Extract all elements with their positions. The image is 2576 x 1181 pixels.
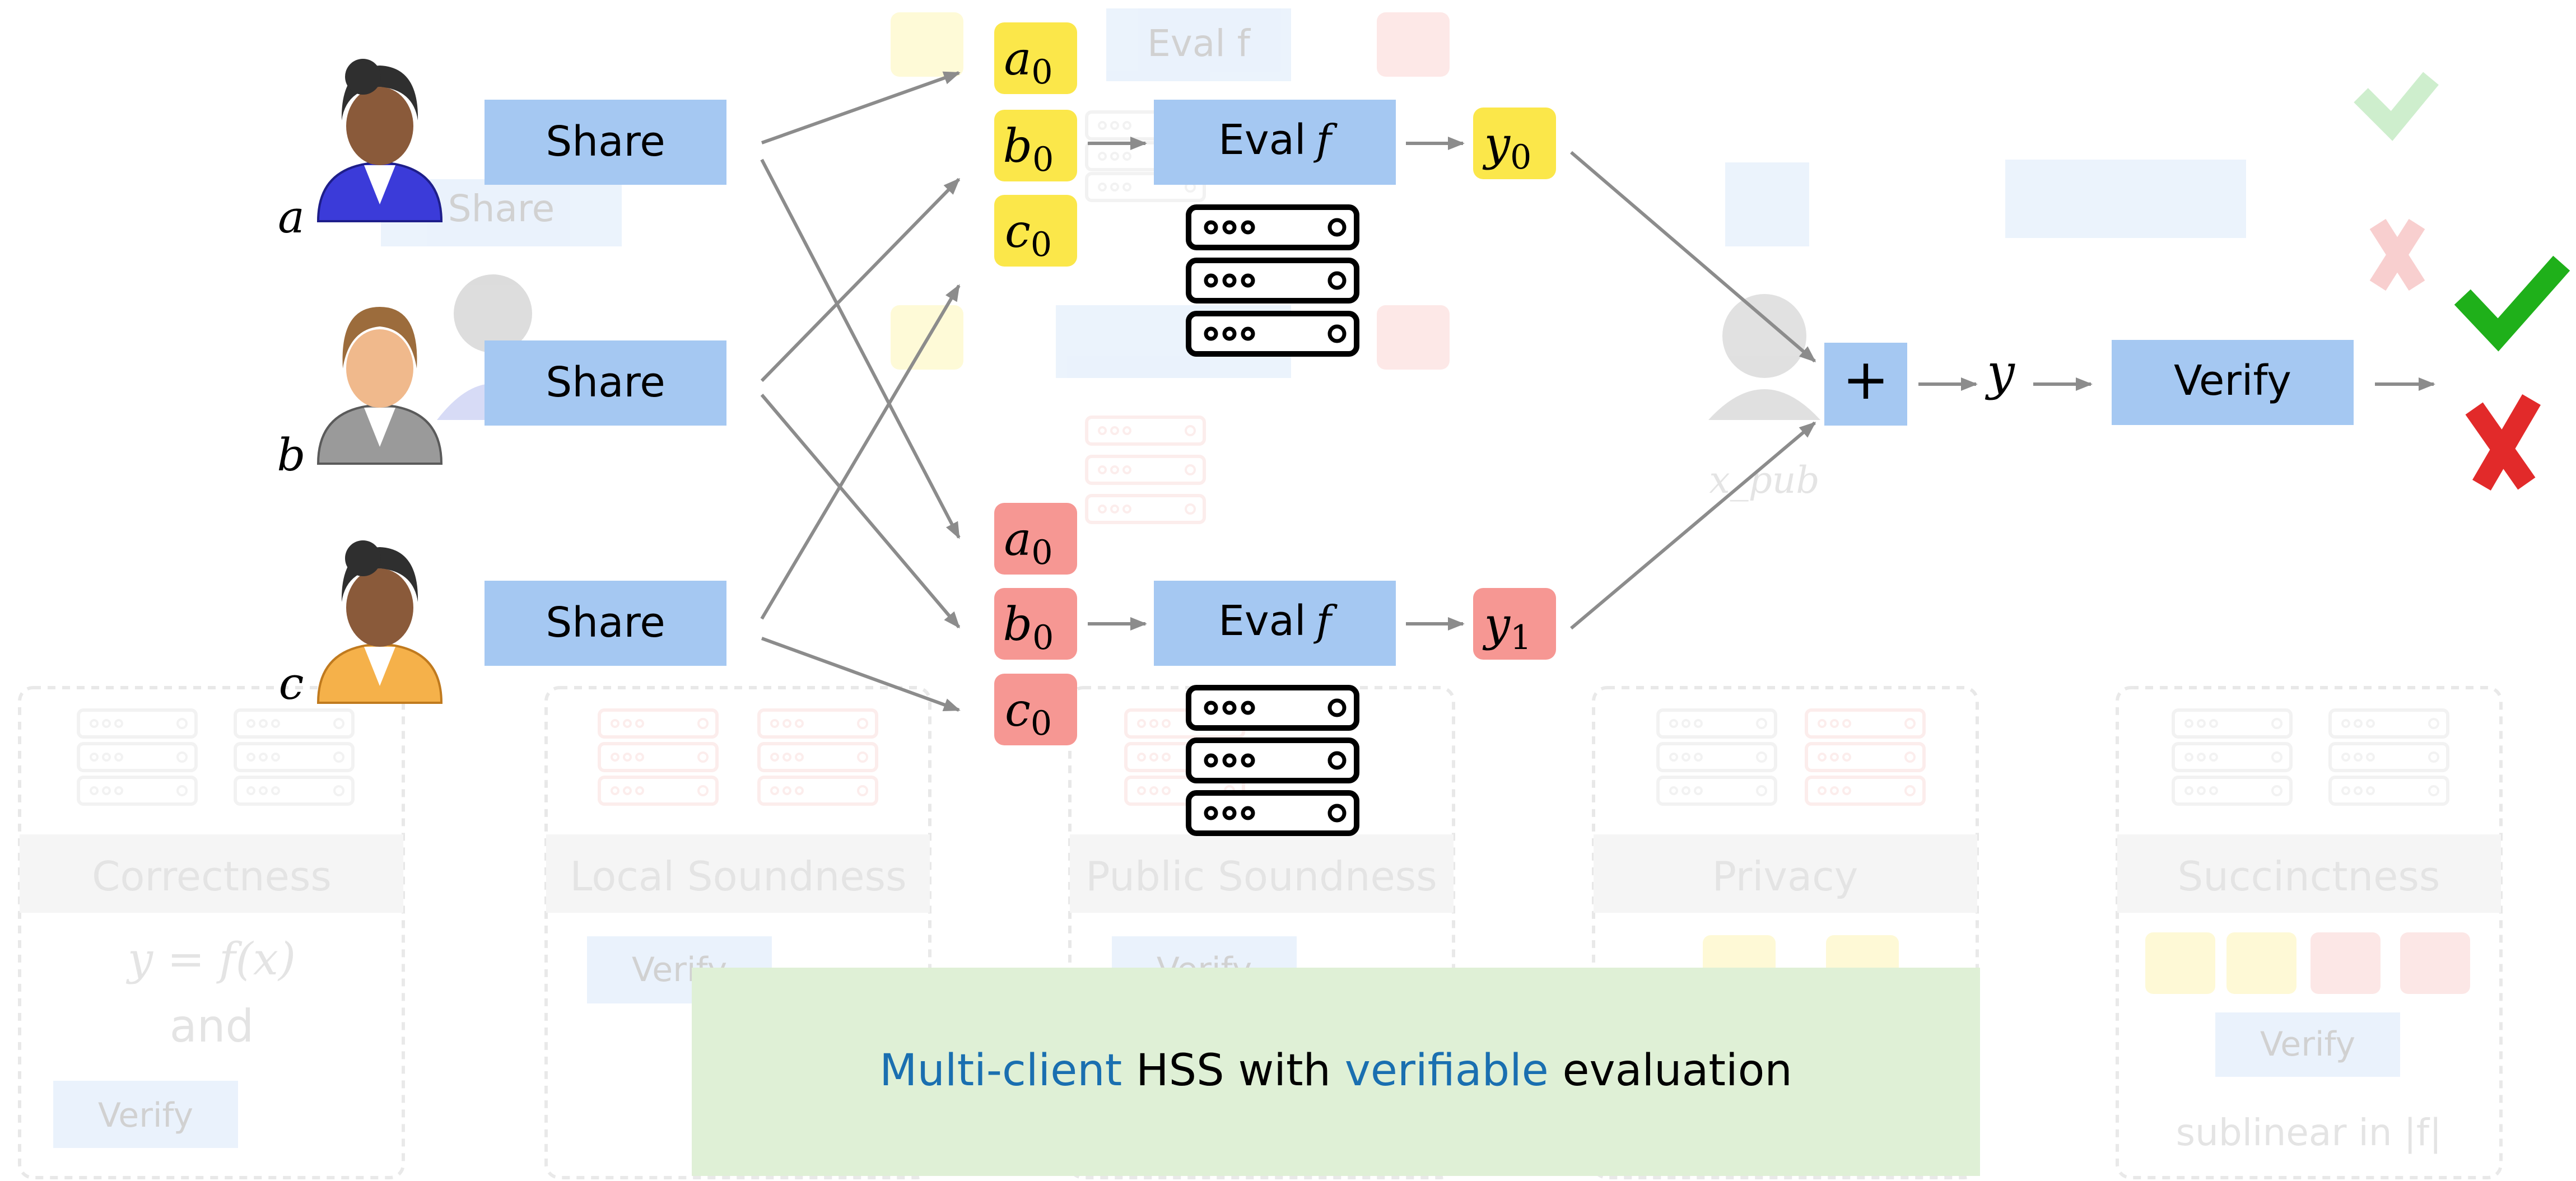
svg-text:a0: a0: [1004, 513, 1052, 572]
server-rack-icon: [1189, 207, 1357, 354]
arrow: [761, 71, 961, 144]
client-b: b Share: [277, 307, 726, 481]
person-icon: [316, 307, 443, 465]
verify-box: [2112, 340, 2354, 425]
combine-verify: + y Verify: [1570, 151, 2570, 630]
add-box: [1824, 343, 1907, 426]
arrow: [760, 394, 961, 629]
check-icon: [2454, 255, 2570, 352]
share-label: Share: [546, 599, 665, 647]
verify-label: Verify: [2260, 1025, 2355, 1064]
add-symbol: +: [1842, 347, 1889, 412]
verify-label: Verify: [98, 1096, 193, 1135]
card-succinctness: Succinctness Verify sublinear in |f|: [2116, 686, 2503, 1179]
eval-box: [1154, 581, 1396, 666]
server-rack-icon: [1189, 688, 1357, 833]
verify-label: Verify: [2174, 357, 2291, 405]
share-chip-b0: [994, 110, 1077, 181]
svg-text:b0: b0: [1003, 598, 1054, 657]
svg-text:y1: y1: [1482, 598, 1532, 657]
faded-background: Correctness y = f(x) and Verify Local So…: [18, 8, 2503, 1179]
faded-flow: Share Eval f x_pub: [381, 8, 2439, 522]
share-button: [485, 581, 726, 666]
caption-accent-1: Multi-client: [879, 1045, 1122, 1096]
share-label: Share: [546, 358, 665, 407]
cross-icon: [2465, 394, 2541, 491]
faded-eval-label: Eval f: [1147, 22, 1251, 65]
card-correctness: Correctness y = f(x) and Verify: [18, 686, 405, 1179]
share-chip-a0: [994, 503, 1077, 575]
card-privacy: Privacy: [1592, 686, 1979, 1179]
arrow: [761, 637, 961, 712]
svg-text:a0: a0: [1004, 32, 1052, 92]
arrow: [760, 284, 961, 620]
output-chip-y0: [1473, 108, 1556, 179]
client-a: a Share: [278, 59, 726, 243]
faded-share-label: Share: [448, 187, 555, 230]
svg-text:c0: c0: [1005, 205, 1052, 264]
succinct-note: sublinear in |f|: [2176, 1111, 2442, 1154]
correctness-equation: y = f(x): [126, 933, 296, 985]
share-arrows: [760, 71, 961, 712]
caption-accent-2: verifiable: [1345, 1045, 1549, 1096]
person-icon: [316, 540, 443, 704]
card-title: Public Soundness: [1086, 853, 1437, 900]
share-chip-c0: [994, 195, 1077, 267]
card-title: Succinctness: [2178, 853, 2440, 900]
person-icon: [316, 59, 443, 222]
correctness-and: and: [170, 1000, 254, 1052]
share-button: [485, 100, 726, 185]
client-var-b: b: [277, 429, 305, 481]
card-title: Correctness: [92, 853, 332, 900]
client-c: c Share: [279, 540, 726, 709]
svg-text:y0: y0: [1482, 118, 1532, 177]
svg-text:Multi-client HSS with verifiab: Multi-client HSS with verifiable evaluat…: [879, 1045, 1792, 1096]
svg-text:c0: c0: [1005, 684, 1052, 743]
arrow: [1570, 151, 1816, 363]
caption-box: [692, 968, 1980, 1176]
output-var: y: [1985, 343, 2015, 401]
share-button: [485, 340, 726, 426]
card-title: Privacy: [1712, 853, 1858, 900]
arrow: [760, 178, 961, 382]
arrow: [760, 158, 961, 539]
card-title: Local Soundness: [570, 853, 906, 900]
share-chip-c0: [994, 674, 1077, 745]
arrow: [1570, 421, 1816, 630]
share-chip-a0: [994, 22, 1077, 94]
caption: Multi-client HSS with verifiable evaluat…: [692, 968, 1980, 1176]
share-label: Share: [546, 118, 665, 166]
client-var-a: a: [278, 191, 305, 243]
eval-box: [1154, 100, 1396, 185]
client-var-c: c: [279, 657, 304, 709]
svg-text:b0: b0: [1003, 120, 1054, 179]
output-chip-y1: [1473, 588, 1556, 660]
share-chip-b0: [994, 588, 1077, 660]
